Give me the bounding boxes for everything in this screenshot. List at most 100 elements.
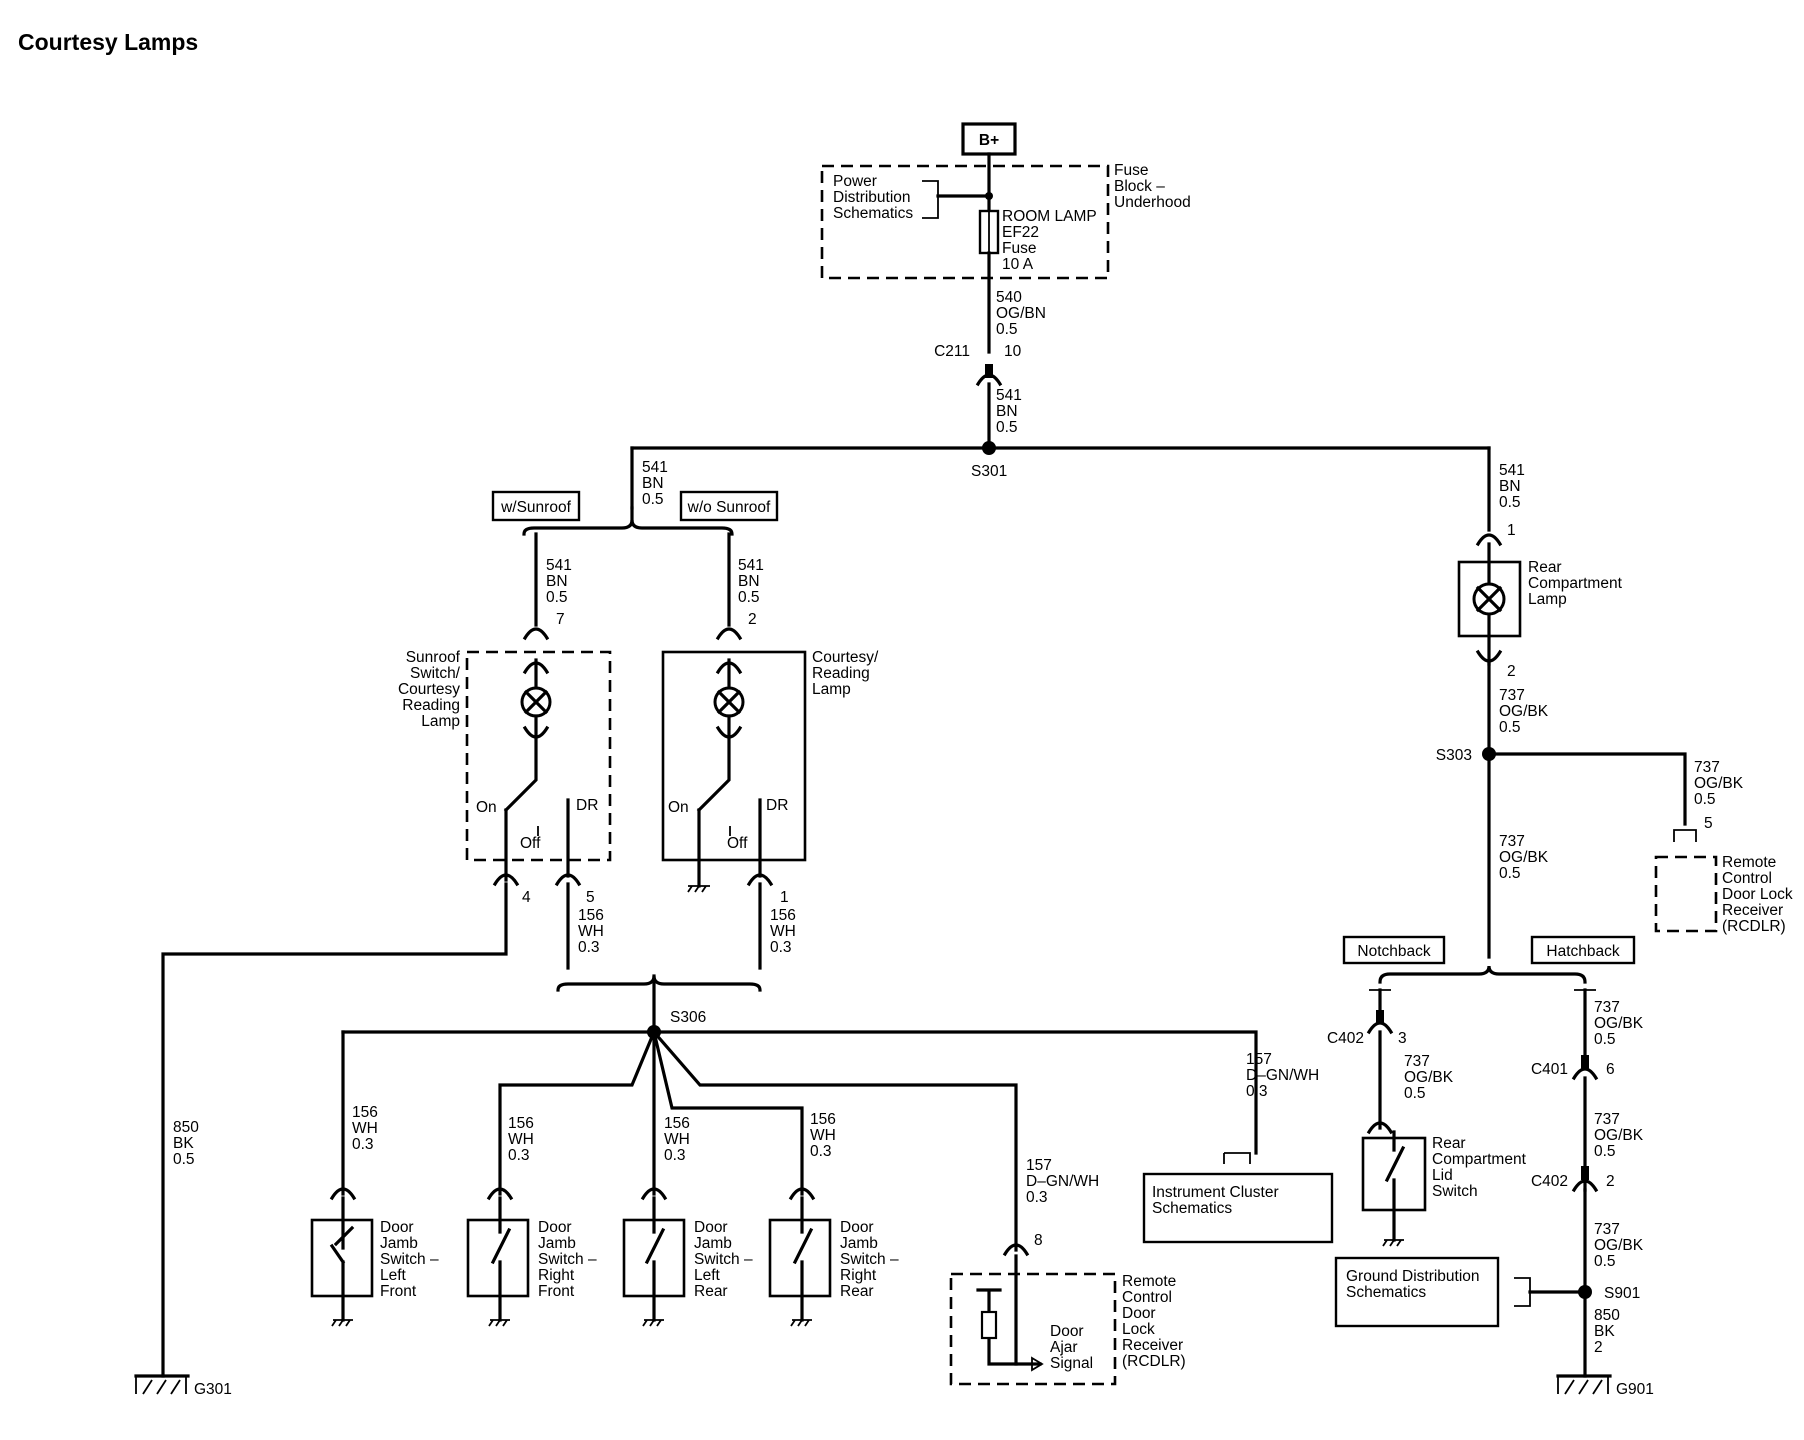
fuse-label-line: 10 A [1002, 256, 1034, 273]
fuse-block-label-line: Fuse [1114, 162, 1148, 179]
wire-737-c-label-line: 737 [1499, 833, 1525, 850]
door-jamb-lf-label-line: Jamb [380, 1235, 418, 1252]
rcdlr-top-label-line: Receiver [1722, 902, 1783, 919]
s303-label: S303 [1436, 747, 1472, 764]
wire-541-sunroof-label-line: 541 [546, 557, 572, 574]
lid-switch-label-line: Lid [1432, 1167, 1453, 1184]
lid-switch-label-line: Rear [1432, 1135, 1466, 1152]
wire-541-sunroof-label-line: BN [546, 573, 568, 590]
wire-540-label-line: 540 [996, 289, 1022, 306]
wire-737-d-label-line: 737 [1404, 1053, 1430, 1070]
wire-737-e-label-line: 737 [1594, 999, 1620, 1016]
wire-156-sunroof-label-line: 156 [578, 907, 604, 924]
lid-switch-blade [1384, 1145, 1406, 1183]
door-jamb-switch-rf [466, 1187, 530, 1327]
courtesy-pin1-connector [746, 873, 774, 887]
wire-737-d-label-line: OG/BK [1404, 1069, 1454, 1086]
wire-157-rcdlr-label-line: D–GN/WH [1026, 1173, 1099, 1190]
rear-lamp-label-line: Lamp [1528, 591, 1567, 608]
wire-737-c-label-line: 0.5 [1499, 865, 1521, 882]
door-jamb-rr-label-line: Jamb [840, 1235, 878, 1252]
door-jamb-rf-label-line: Front [538, 1283, 575, 1300]
wire-541-no-sunroof-label-line: 541 [738, 557, 764, 574]
courtesy-lamp-x [716, 689, 742, 715]
rcdlr-top-connector [1673, 829, 1697, 842]
wire-737-a-label-line: 0.5 [1499, 719, 1521, 736]
rcdlr-top-outline [1654, 855, 1718, 933]
courtesy-switch-off: Off [727, 835, 748, 852]
rear-lamp-pin-2: 2 [1507, 663, 1516, 680]
instrument-cluster-label-line: Instrument Cluster [1152, 1184, 1279, 1201]
wire-737-b-label-line: OG/BK [1694, 775, 1744, 792]
rcdlr-bottom-pullup [976, 1288, 1018, 1366]
rcdlr-bottom-label-line: Door [1122, 1305, 1156, 1322]
sunroof-lamp-label-line: Lamp [421, 713, 460, 730]
door-ajar-label-line: Ajar [1050, 1339, 1078, 1356]
fuse-block-label-line: Underhood [1114, 194, 1191, 211]
ground-dist-label-line: Schematics [1346, 1284, 1426, 1301]
wire-156-no-sunroof-label-line: WH [770, 923, 796, 940]
fuse-label-line: ROOM LAMP [1002, 208, 1097, 225]
option-sunroof-box [491, 490, 581, 522]
wire-850-left [161, 882, 508, 1378]
g901-ground-hatch [1557, 1376, 1609, 1395]
sunroof-switch-on: On [476, 799, 497, 816]
sunroof-connector-in [522, 627, 550, 641]
option-notchback-label: Notchback [1357, 943, 1430, 960]
battery-label: B+ [979, 132, 999, 149]
sunroof-lamp-label-line: Sunroof [406, 649, 461, 666]
sunroof-pin4-connector [492, 873, 520, 887]
wire-737-a-label-line: 737 [1499, 687, 1525, 704]
door-jamb-lf-label-line: Door [380, 1219, 414, 1236]
c211-pin: 10 [1004, 343, 1022, 360]
wire-156-rf [498, 1029, 657, 1196]
fuse-label-line: Fuse [1002, 240, 1036, 257]
rcdlr-bottom-resistor [980, 1310, 998, 1340]
door-jamb-rr-label-line: Right [840, 1267, 877, 1284]
sunroof-lamp-label-line: Courtesy [398, 681, 460, 698]
rcdlr-top-label-line: Remote [1722, 854, 1776, 871]
wire-540-label-line: OG/BN [996, 305, 1046, 322]
bus-s306 [341, 1030, 1258, 1155]
rcdlr-bottom-arrow [1031, 1356, 1044, 1372]
ic-connector [1223, 1152, 1251, 1164]
door-jamb-lr-label-line: Jamb [694, 1235, 732, 1252]
door-jamb-rr-label-line: Switch – [840, 1251, 899, 1268]
wire-541-no-sunroof-label-line: 0.5 [738, 589, 760, 606]
c401-pin: 6 [1606, 1061, 1615, 1078]
s301-splice [982, 441, 996, 455]
option-notchback-box [1342, 935, 1446, 965]
wire-737-f-label-line: 0.5 [1594, 1143, 1616, 1160]
rcdlr-bottom-label-line: Control [1122, 1289, 1172, 1306]
body-style-brace [1378, 965, 1587, 984]
door-ajar-label-line: Signal [1050, 1355, 1093, 1372]
wire-737-f-label-line: OG/BK [1594, 1127, 1644, 1144]
courtesy-lamp-label-line: Lamp [812, 681, 851, 698]
diagram-title: Courtesy Lamps [18, 29, 198, 55]
wire-850-right-label-line: 850 [1594, 1307, 1620, 1324]
rear-lamp-pin-1: 1 [1507, 522, 1516, 539]
rcdlr-bottom-outline [949, 1272, 1117, 1386]
sunroof-option-brace [522, 519, 734, 536]
sunroof-switch-dr: DR [576, 797, 598, 814]
wire-850-right-label-line: 2 [1594, 1339, 1603, 1356]
door-ajar-label-line: Door [1050, 1323, 1084, 1340]
wire-156-rr-label-line: 156 [810, 1111, 836, 1128]
option-hatchback-label: Hatchback [1546, 943, 1619, 960]
c402b-pin: 2 [1606, 1173, 1615, 1190]
wire-156-rf-label-line: 0.3 [508, 1147, 530, 1164]
door-jamb-lr-label-line: Switch – [694, 1251, 753, 1268]
